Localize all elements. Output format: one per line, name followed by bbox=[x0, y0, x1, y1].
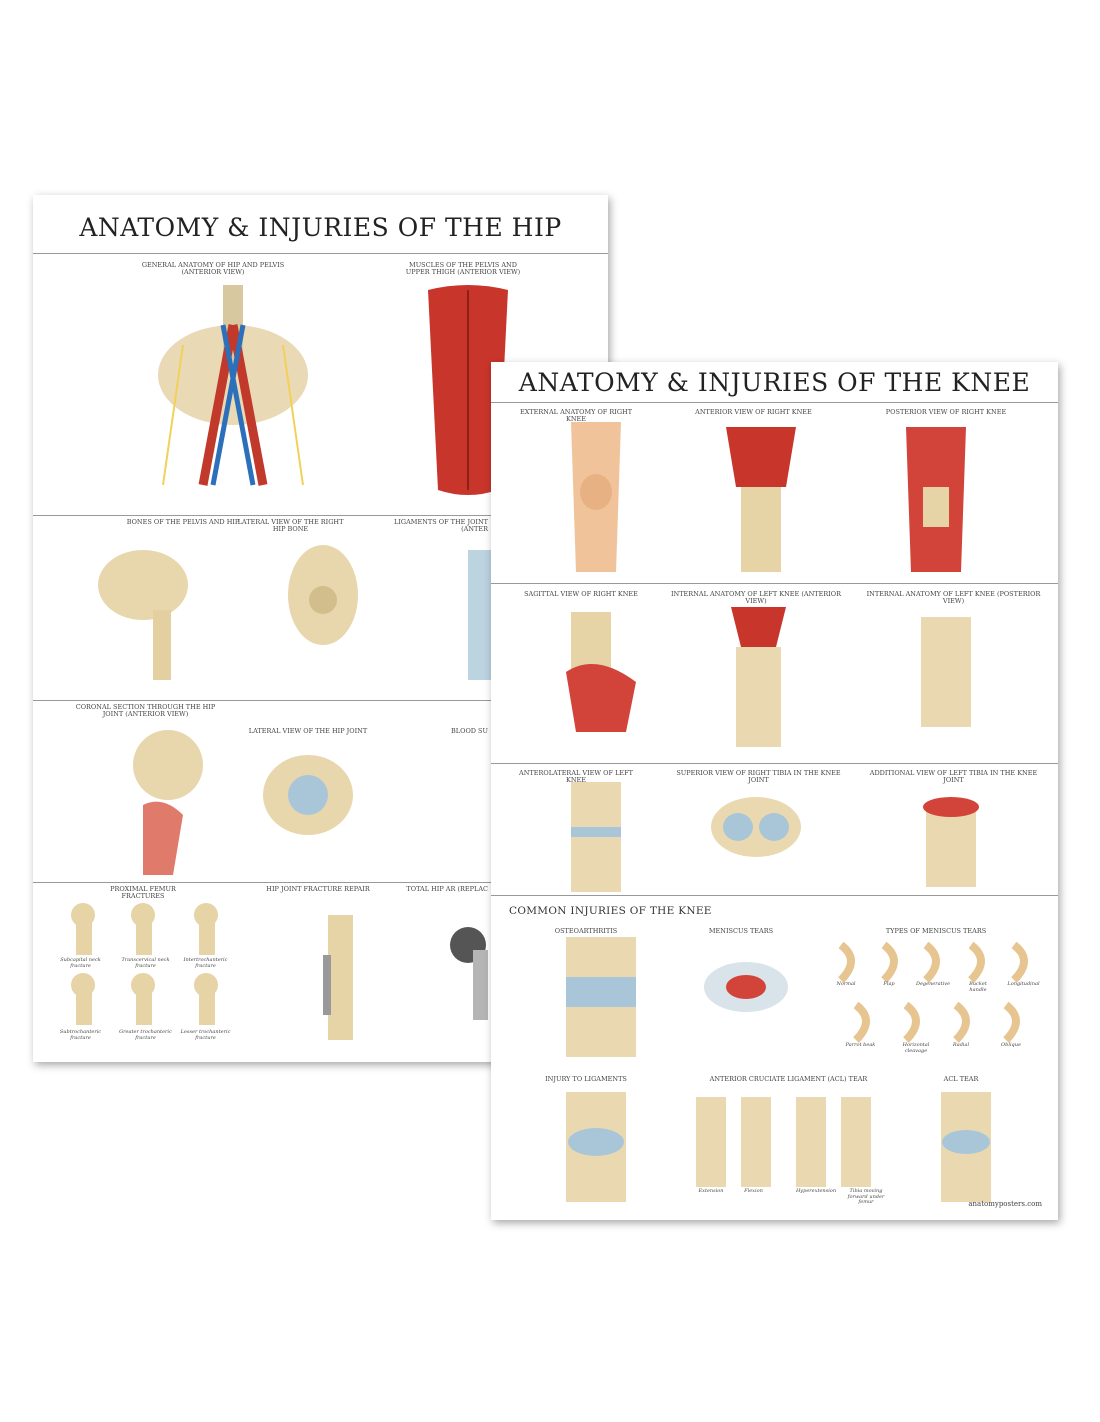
hip-muscles-illustration bbox=[428, 285, 508, 495]
section-title: TOTAL HIP AR (REPLAC bbox=[406, 885, 488, 893]
osteoarthritis-illustration bbox=[566, 937, 636, 1057]
meniscus-type-label: Radial bbox=[952, 1042, 970, 1048]
section-title: ANTEROLATERAL VIEW OF LEFT KNEE bbox=[519, 769, 633, 785]
section-title: PROXIMAL FEMUR FRACTURES bbox=[110, 885, 176, 901]
internal-knee-posterior-illustration bbox=[921, 617, 971, 727]
acl-position-label: Hyperextension bbox=[795, 1188, 837, 1194]
acl-position-label: Flexion bbox=[744, 1188, 763, 1194]
acl-position-label: Tibia moving forward under femur bbox=[847, 1188, 885, 1205]
section-title: INTERNAL ANATOMY OF LEFT KNEE (POSTERIOR… bbox=[866, 590, 1041, 606]
anterior-knee-illustration bbox=[726, 427, 796, 572]
lateral-hip-joint-illustration bbox=[263, 755, 353, 835]
section-title: SAGITTAL VIEW OF RIGHT KNEE bbox=[524, 590, 638, 598]
section-title: INJURY TO LIGAMENTS bbox=[545, 1075, 627, 1083]
section-title: ADDITIONAL VIEW OF LEFT TIBIA IN THE KNE… bbox=[869, 769, 1038, 785]
fracture-label: Intertrochanteric fracture bbox=[183, 957, 228, 969]
pelvis-bones-illustration bbox=[98, 550, 188, 680]
meniscus-types-illustration bbox=[838, 941, 1028, 1043]
acl-position-label: Extension bbox=[698, 1188, 724, 1194]
section-title: LATERAL VIEW OF THE HIP JOINT bbox=[248, 727, 368, 735]
section-title: LIGAMENTS OF THE JOINT (ANTER bbox=[394, 518, 488, 534]
fracture-label: Lesser trochanteric fracture bbox=[180, 1029, 231, 1041]
meniscus-type-label: Normal bbox=[836, 981, 856, 987]
meniscus-type-label: Flap bbox=[883, 981, 895, 987]
section-title: MENISCUS TEARS bbox=[708, 927, 774, 935]
injuries-heading: COMMON INJURIES OF THE KNEE bbox=[509, 905, 712, 917]
fracture-label: Transcervical neck fracture bbox=[121, 957, 170, 969]
meniscus-type-label: Bucket handle bbox=[969, 981, 987, 993]
meniscus-type-label: Longitudinal bbox=[1007, 981, 1040, 987]
ligament-injury-illustration bbox=[566, 1092, 626, 1202]
section-title: HIP JOINT FRACTURE REPAIR bbox=[266, 885, 370, 893]
knee-anatomy-poster: ANATOMY & INJURIES OF THE KNEE EXTERNAL … bbox=[491, 362, 1058, 1220]
section-title: OSTEOARTHRITIS bbox=[554, 927, 618, 935]
femur-fractures-illustration bbox=[71, 903, 218, 1025]
tibia-superior-illustration bbox=[711, 797, 801, 857]
acl-tear-illustration bbox=[941, 1092, 991, 1202]
tibia-additional-illustration bbox=[923, 797, 979, 887]
external-knee-illustration bbox=[571, 422, 621, 572]
knee-poster-title: ANATOMY & INJURIES OF THE KNEE bbox=[518, 368, 1031, 397]
meniscus-type-label: Horizontal cleavage bbox=[902, 1042, 930, 1054]
meniscus-type-label: Oblique bbox=[1001, 1042, 1021, 1048]
meniscus-type-label: Parrot beak bbox=[845, 1042, 876, 1048]
internal-knee-anterior-illustration bbox=[731, 607, 786, 747]
fracture-label: Subcapital neck fracture bbox=[60, 957, 101, 969]
section-title: GENERAL ANATOMY OF HIP AND PELVIS (ANTER… bbox=[141, 261, 285, 277]
meniscus-tear-illustration bbox=[704, 962, 788, 1012]
section-title: ACL TEAR bbox=[943, 1075, 979, 1083]
website-footer: anatomyposters.com bbox=[968, 1200, 1042, 1208]
section-title: POSTERIOR VIEW OF RIGHT KNEE bbox=[885, 408, 1007, 416]
section-title: ANTERIOR CRUCIATE LIGAMENT (ACL) TEAR bbox=[709, 1075, 868, 1083]
sagittal-knee-illustration bbox=[566, 612, 636, 732]
fracture-repair-illustration bbox=[323, 915, 353, 1040]
hip-bone-illustration bbox=[288, 545, 358, 645]
section-title: INTERNAL ANATOMY OF LEFT KNEE (ANTERIOR … bbox=[670, 590, 842, 606]
section-title: CORONAL SECTION THROUGH THE HIP JOINT (A… bbox=[75, 703, 216, 719]
posterior-knee-illustration bbox=[906, 427, 966, 572]
fracture-label: Subtrochanteric fracture bbox=[59, 1029, 102, 1041]
section-title: LATERAL VIEW OF THE RIGHT HIP BONE bbox=[237, 518, 344, 534]
pelvis-vessels-illustration bbox=[158, 285, 308, 486]
meniscus-type-label: Degenerative bbox=[915, 981, 951, 987]
hip-replacement-illustration bbox=[450, 927, 488, 1020]
hip-poster-title: ANATOMY & INJURIES OF THE HIP bbox=[79, 213, 562, 242]
coronal-hip-illustration bbox=[133, 730, 203, 875]
acl-tear-sequence-illustration bbox=[696, 1097, 871, 1187]
fracture-label: Greater trochanteric fracture bbox=[119, 1029, 172, 1041]
section-title: TYPES OF MENISCUS TEARS bbox=[885, 927, 987, 935]
anterolateral-knee-illustration bbox=[571, 782, 621, 892]
section-title: EXTERNAL ANATOMY OF RIGHT KNEE bbox=[519, 408, 633, 424]
section-title: MUSCLES OF THE PELVIS AND UPPER THIGH (A… bbox=[405, 261, 521, 277]
section-title: BONES OF THE PELVIS AND HIP bbox=[126, 518, 240, 526]
section-title: BLOOD SU bbox=[451, 727, 488, 735]
section-title: ANTERIOR VIEW OF RIGHT KNEE bbox=[695, 408, 812, 416]
section-title: SUPERIOR VIEW OF RIGHT TIBIA IN THE KNEE… bbox=[676, 769, 841, 785]
